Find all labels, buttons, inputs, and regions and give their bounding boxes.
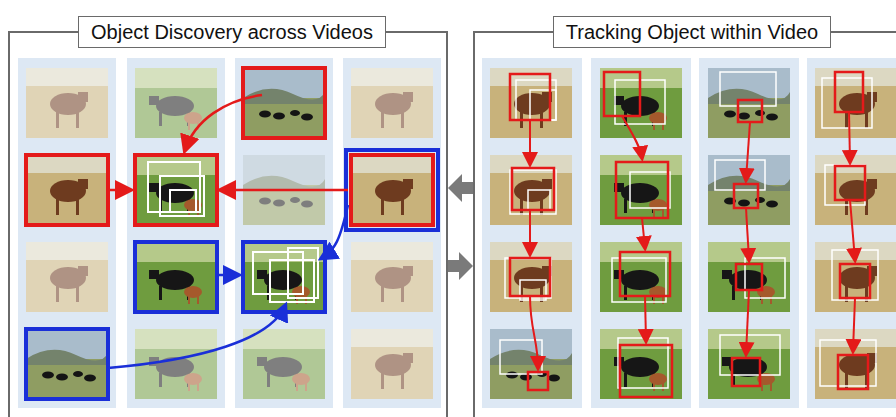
red-selection-frame <box>26 68 433 225</box>
blue-selection-frame <box>26 150 438 399</box>
panel-frame: Object Discovery across Videos <box>8 31 448 417</box>
tracking-thumbnails <box>490 68 896 399</box>
thumbnail-grid <box>26 68 433 399</box>
panel-title: Object Discovery across Videos <box>78 16 386 48</box>
column-band <box>18 58 896 408</box>
discovery-link <box>108 95 348 368</box>
panel-frame: Tracking Object within Video <box>473 31 896 417</box>
flow-arrow <box>448 252 473 280</box>
tracking-candidate-box <box>500 72 878 388</box>
candidate-box <box>148 162 318 302</box>
tracked-object-box <box>510 72 870 397</box>
flow-arrow <box>448 174 473 202</box>
panel-title: Tracking Object within Video <box>553 16 831 48</box>
tracking-link <box>530 112 855 368</box>
faded-overlay <box>26 68 433 399</box>
